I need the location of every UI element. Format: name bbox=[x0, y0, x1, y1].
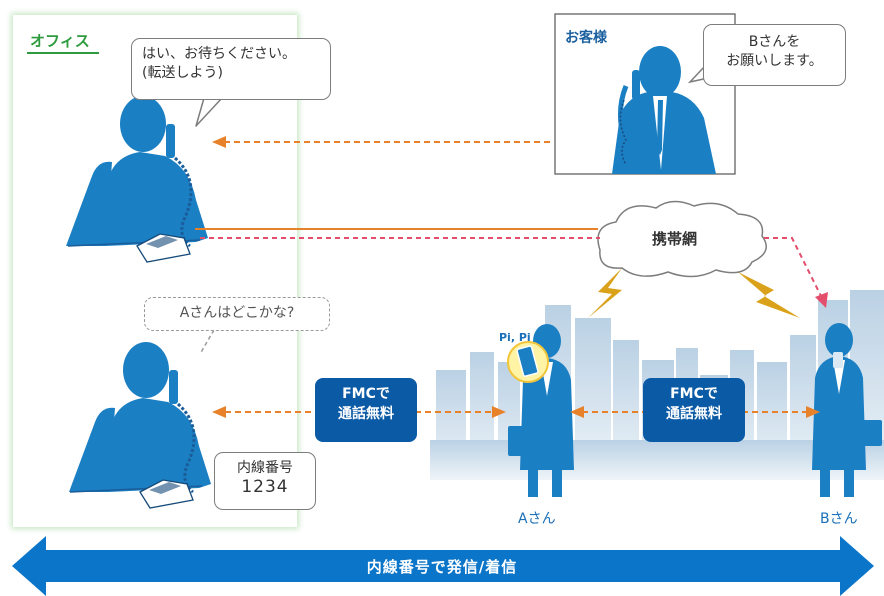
fmc-left-line-1: FMCで bbox=[342, 386, 390, 402]
mobile-network-label: 携帯網 bbox=[652, 230, 698, 248]
fmc-right-line-1: FMCで bbox=[670, 386, 718, 402]
person-a-label: Aさん bbox=[518, 511, 556, 527]
bottom-double-arrow bbox=[12, 536, 874, 596]
bottom-arrow-label: 内線番号で発信/着信 bbox=[366, 558, 518, 576]
search-thought-bubble: Aさんはどこかな? bbox=[144, 297, 330, 331]
extension-label: 内線番号 bbox=[237, 460, 293, 476]
mobile-network-cloud bbox=[597, 200, 767, 278]
lightning-b bbox=[738, 272, 800, 318]
customer-speech-bubble: Bさんを お願いします。 bbox=[703, 24, 846, 86]
extension-number: 1234 bbox=[241, 477, 289, 497]
reception-speech-bubble: はい、お待ちください。 (転送しよう) bbox=[131, 38, 331, 100]
arrow-head-customer bbox=[212, 136, 226, 148]
fmc-right-line-2: 通話無料 bbox=[666, 406, 722, 422]
fmc-badge-left: FMCで 通話無料 bbox=[315, 378, 417, 442]
lightning-a bbox=[588, 268, 622, 318]
person-b-silhouette bbox=[812, 323, 882, 497]
fmc-badge-right: FMCで 通話無料 bbox=[643, 378, 745, 442]
desk-phone-bottom bbox=[131, 477, 194, 509]
office-label: オフィス bbox=[30, 32, 90, 50]
fmc-left-line-2: 通話無料 bbox=[338, 406, 394, 422]
customer-line-2: お願いします。 bbox=[726, 53, 823, 69]
desk-phone-top bbox=[128, 231, 191, 263]
customer-tie bbox=[657, 100, 663, 155]
customer-line-1: Bさんを bbox=[748, 34, 801, 50]
person-b-label: Bさん bbox=[820, 511, 858, 527]
person-a-phone bbox=[516, 345, 539, 377]
arrow-head-transfer bbox=[815, 292, 828, 308]
reception-line-1: はい、お待ちください。 bbox=[142, 46, 296, 62]
customer-label: お客様 bbox=[565, 30, 607, 46]
reception-line-2: (転送しよう) bbox=[142, 65, 223, 81]
extension-number-box: 内線番号 1234 bbox=[214, 452, 316, 510]
office-label-underline bbox=[27, 52, 99, 54]
ringing-sound-label: Pi, Pi bbox=[499, 331, 531, 344]
